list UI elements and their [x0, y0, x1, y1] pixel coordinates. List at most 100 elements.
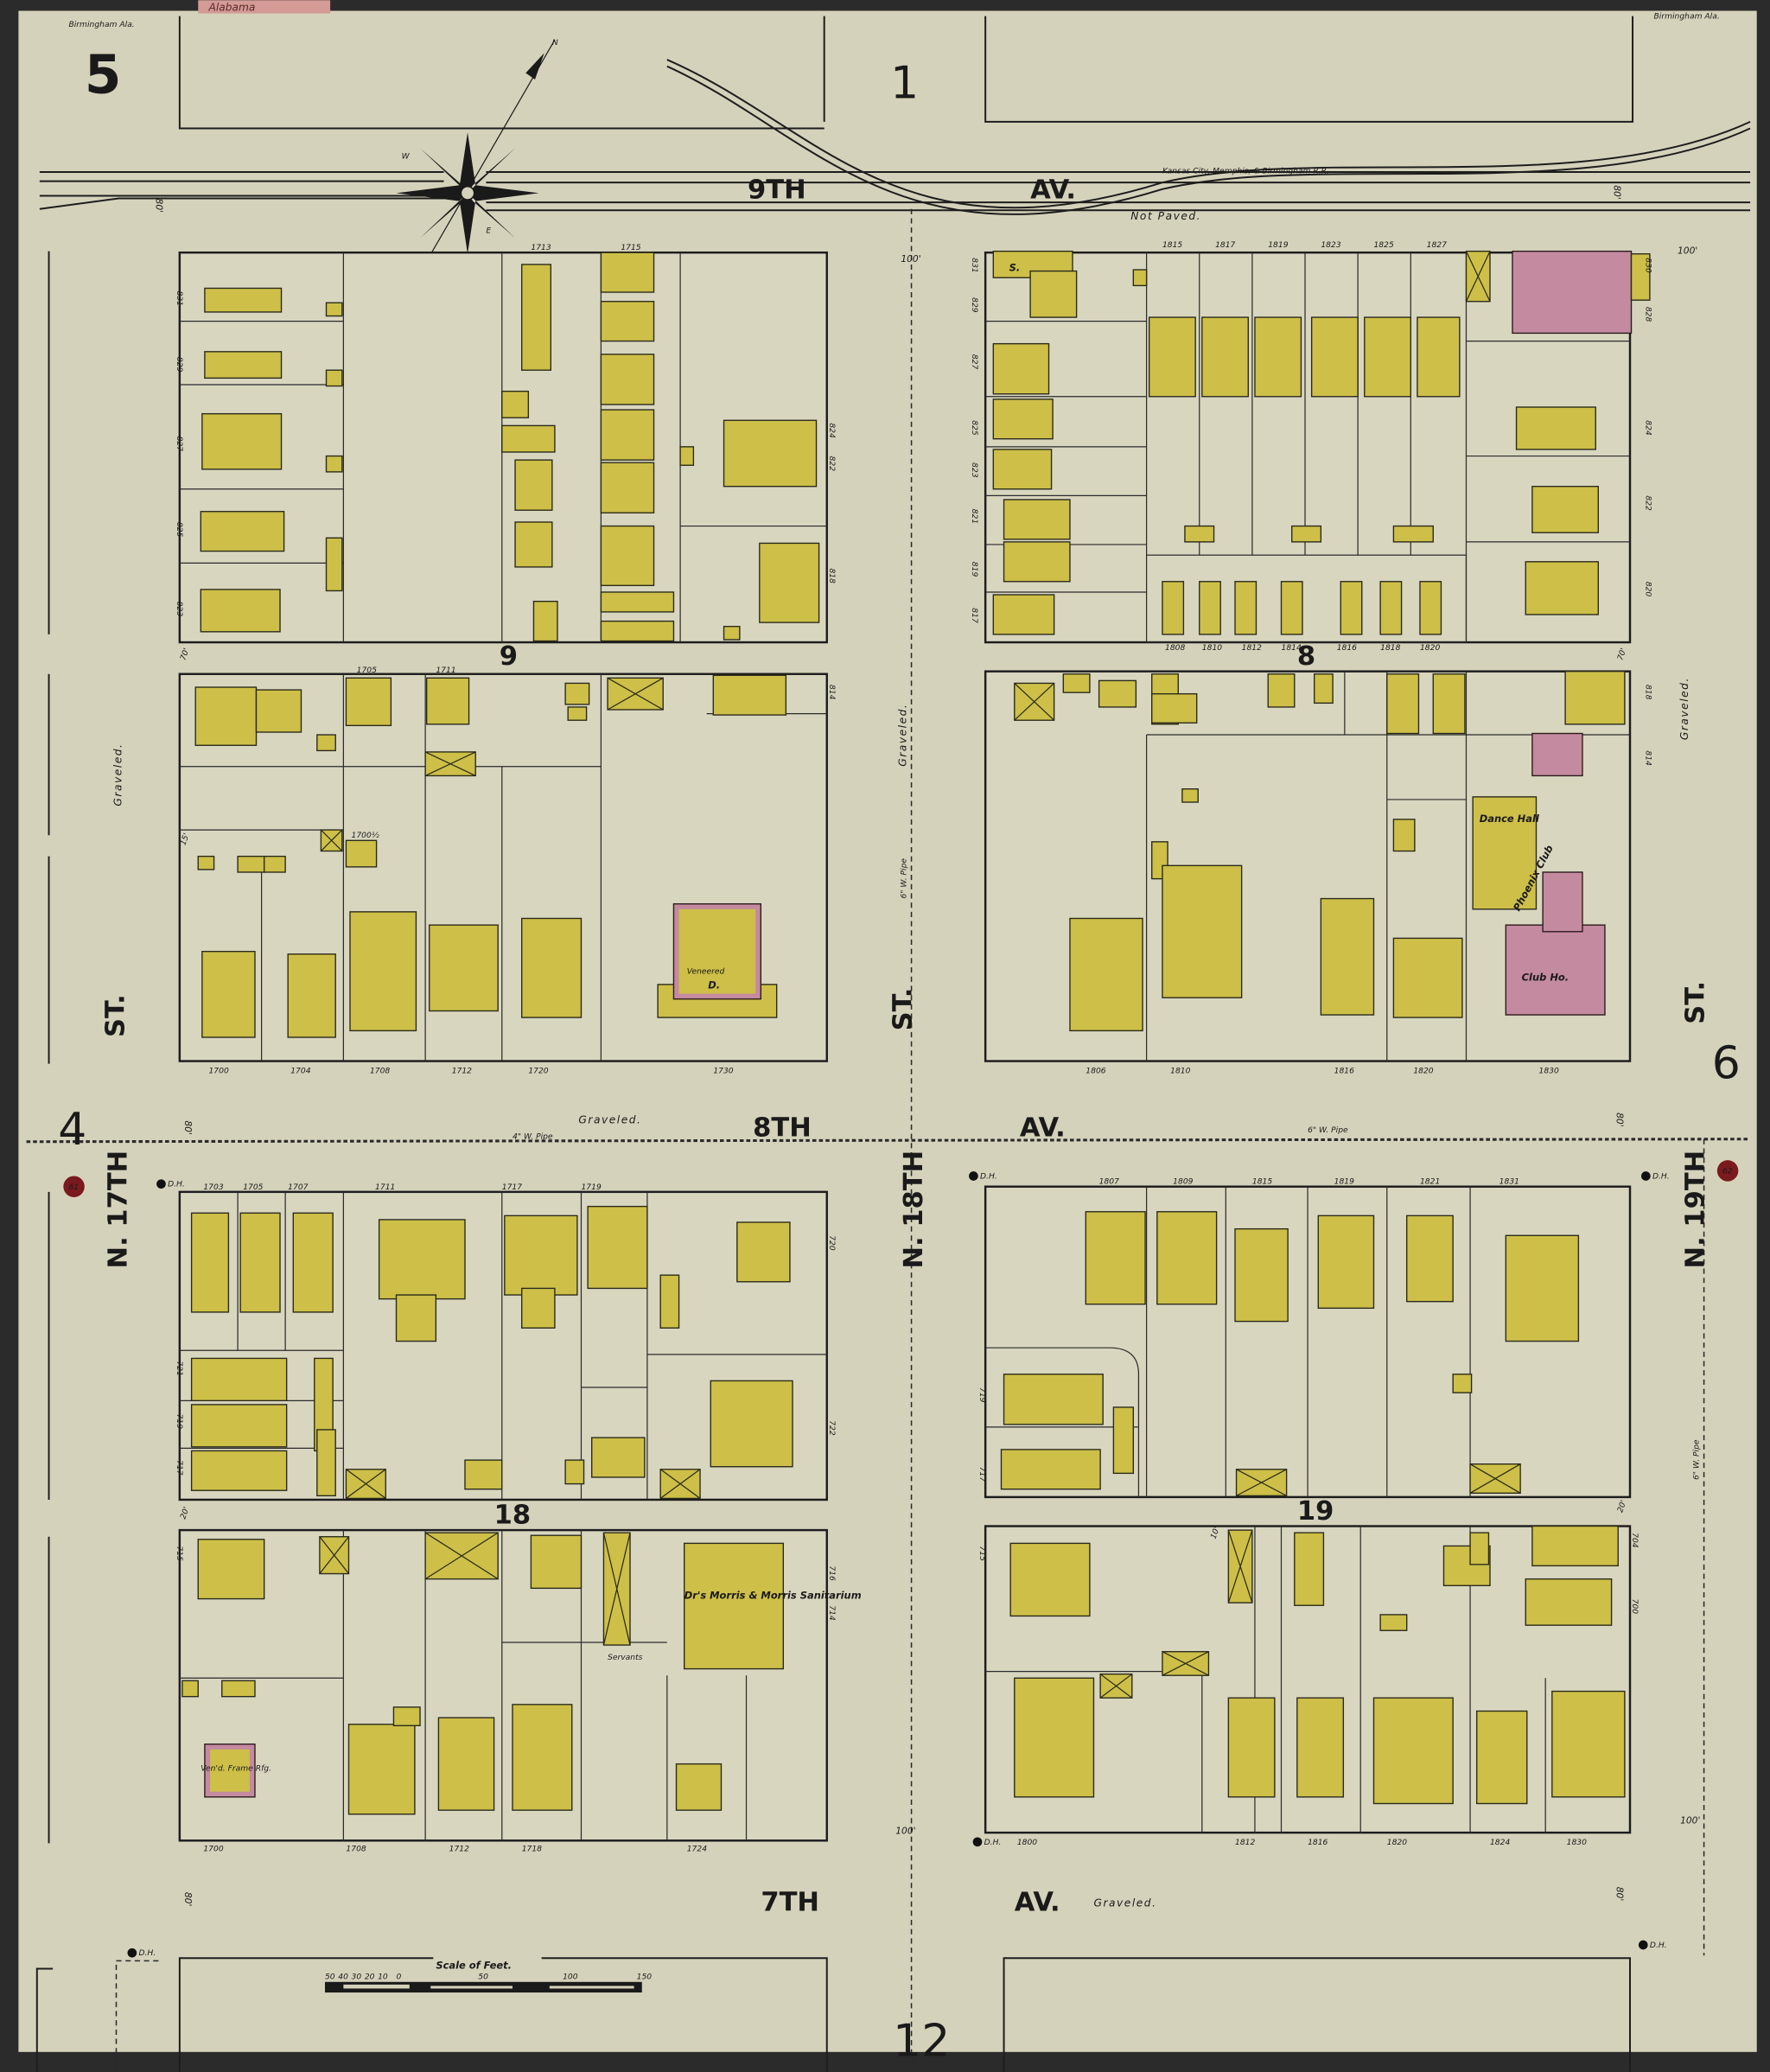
frame-dwelling [1162, 864, 1243, 998]
address-number: 1823 [1321, 240, 1340, 250]
scale-tick-label: 150 [637, 1973, 653, 1982]
frame-dwelling [1062, 673, 1091, 693]
frame-dwelling [1085, 1211, 1146, 1305]
frame-dwelling [1296, 1697, 1345, 1798]
frame-dwelling [521, 1287, 556, 1329]
frame-dwelling [349, 911, 417, 1032]
veneered-label: Veneered [687, 967, 725, 977]
shed-cross-mark [320, 829, 343, 851]
n18th-st-width-bottom: 100' [895, 1826, 915, 1837]
address-number: 829 [175, 357, 184, 373]
frame-dwelling [723, 626, 741, 641]
n18th-st-pipe: 6" W. Pipe [899, 858, 908, 899]
brick-building [1531, 732, 1583, 777]
sheet-number: 5 [85, 44, 122, 105]
frame-dwelling [325, 537, 343, 592]
address-number: 1711 [375, 1183, 395, 1192]
address-number: 1817 [1215, 240, 1235, 250]
frame-dwelling [201, 950, 256, 1038]
address-number: 823 [970, 462, 979, 478]
address-number: 1820 [1413, 1066, 1433, 1075]
frame-dwelling [1417, 316, 1461, 398]
veneered-building-interior [210, 1749, 250, 1792]
address-number: 1816 [1334, 1066, 1354, 1075]
frame-dwelling [600, 525, 655, 587]
address-number: 1705 [243, 1183, 263, 1192]
frame-dwelling [504, 1215, 578, 1296]
frame-dwelling [464, 1459, 503, 1490]
scale-tick-label: 40 [338, 1973, 348, 1982]
eighth-av-pipe-right: 6" W. Pipe [1308, 1125, 1348, 1135]
fire-hydrant-icon [127, 1948, 137, 1958]
address-number: 819 [970, 562, 979, 577]
n18th-st-surface: Graveled. [896, 704, 908, 767]
hydrant-label: D.H. [1652, 1172, 1670, 1182]
address-number: 704 [1630, 1533, 1639, 1548]
address-number: 814 [827, 685, 837, 700]
frame-dwelling [429, 924, 499, 1012]
address-number: 830 [1643, 258, 1652, 273]
hydrant-label: D.H. [980, 1172, 997, 1182]
frame-dwelling [263, 855, 286, 873]
address-number: 1703 [203, 1183, 223, 1192]
store-label: S. [1009, 262, 1021, 274]
frame-dwelling [1162, 581, 1185, 635]
frame-dwelling [587, 1205, 648, 1290]
compass-n: N [552, 38, 558, 48]
frame-dwelling [200, 589, 281, 633]
frame-dwelling [521, 264, 552, 371]
frame-dwelling [1505, 1234, 1580, 1342]
fire-hydrant-icon [1640, 1171, 1651, 1181]
frame-dwelling [437, 1717, 495, 1811]
address-number: 1719 [581, 1183, 601, 1192]
tab-label: Alabama [207, 1, 255, 13]
frame-dwelling [1156, 1211, 1218, 1305]
frame-dwelling [591, 1437, 646, 1478]
address-number: 1806 [1086, 1066, 1105, 1075]
frame-dwelling [1291, 525, 1322, 543]
shed-cross-mark [607, 677, 664, 711]
frame-dwelling [564, 1459, 585, 1485]
ninth-av-width-right: 80' [1612, 185, 1623, 200]
frame-dwelling [992, 594, 1055, 635]
n19th-st-surface: Graveled. [1678, 677, 1690, 740]
address-number: 818 [827, 568, 837, 583]
adjacent-sheet-west: 4 [58, 1104, 86, 1156]
frame-dwelling [1003, 1374, 1104, 1425]
frame-dwelling [1267, 673, 1296, 708]
address-number: 1819 [1334, 1177, 1354, 1187]
address-number: 1825 [1373, 240, 1393, 250]
address-number: 1700½ [352, 831, 379, 840]
eighth-av-name: 8TH [753, 1113, 812, 1144]
frame-dwelling [1452, 1374, 1473, 1393]
frame-dwelling [1098, 679, 1137, 708]
frame-dwelling [345, 677, 392, 727]
address-number: 829 [970, 297, 979, 313]
address-number: 1809 [1173, 1177, 1193, 1187]
frame-dwelling [1564, 670, 1626, 725]
frame-dwelling [564, 682, 590, 705]
eighth-av-surface: Graveled. [578, 1113, 641, 1125]
address-number: 1807 [1099, 1177, 1119, 1187]
address-number: 817 [970, 608, 979, 623]
frame-dwelling [190, 1212, 230, 1313]
eighth-av-pipe-left: 4" W. Pipe [513, 1132, 553, 1142]
eighth-av-suffix: AV. [1020, 1113, 1066, 1144]
sheet-marker-left [63, 1176, 85, 1197]
address-number: 827 [175, 437, 184, 452]
frame-dwelling [325, 302, 343, 317]
frame-dwelling [1000, 1449, 1101, 1490]
shed-cross-mark [1469, 1463, 1521, 1494]
frame-dwelling [221, 1680, 256, 1698]
address-number: 1712 [452, 1066, 472, 1075]
address-number: 825 [970, 420, 979, 436]
shed-cross-mark [659, 1469, 701, 1499]
frame-dwelling [197, 855, 215, 870]
frame-dwelling [600, 301, 655, 342]
alley-width: 15' [178, 832, 191, 846]
frame-dwelling [736, 1221, 791, 1283]
frame-dwelling [1379, 1614, 1408, 1631]
address-number: 824 [827, 423, 837, 438]
frame-dwelling [204, 351, 283, 379]
